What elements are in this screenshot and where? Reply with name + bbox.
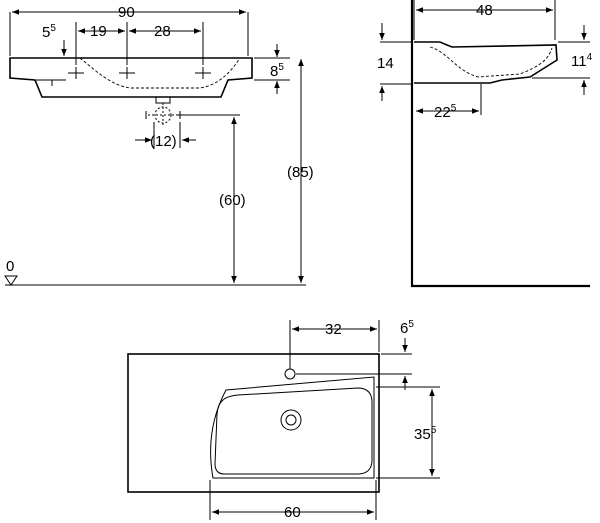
dim-overall-width: 90 (118, 4, 135, 21)
dim-floor-level: 0 (6, 258, 14, 275)
bowl-top-inner (214, 387, 373, 475)
basin-side-outline (414, 41, 558, 84)
trap-symbol (145, 103, 240, 127)
dim-rim-right-height: 114 (571, 52, 593, 70)
dim-depth: 48 (476, 2, 493, 19)
front-view: 90 19 28 55 85 (12) (4, 4, 314, 286)
dim-bowl-width: 60 (284, 504, 301, 521)
dim-side-offset: 55 (42, 23, 56, 41)
top-view: 32 65 355 60 (127, 319, 440, 521)
waste-top-outer (280, 409, 302, 431)
dim-waste-height: (60) (219, 192, 246, 209)
dim-rim-height: (85) (287, 164, 314, 181)
dim-waste-offset: (12) (150, 133, 177, 150)
waste-top-inner (285, 414, 297, 426)
dim-tap-offset: 32 (325, 321, 342, 338)
dim-tap-spacing-19: 19 (90, 23, 107, 40)
tap-hole-top (284, 368, 296, 380)
basin-top-outline (127, 353, 380, 493)
dim-bowl-depth: 355 (414, 425, 437, 443)
bowl-dashed-profile (79, 57, 241, 89)
dim-tap-to-back: 65 (400, 319, 414, 337)
basin-side-bowl-dashed (429, 46, 553, 78)
dim-tap-spacing-28: 28 (154, 23, 171, 40)
dim-waste-distance: 225 (434, 103, 457, 121)
dim-rim-left-height: 14 (377, 55, 394, 72)
dim-rim-thickness: 85 (270, 62, 284, 80)
floor-level-symbol (4, 275, 18, 286)
side-view: 48 14 114 225 (377, 0, 593, 288)
waste-outlet (155, 96, 171, 104)
basin-front-outline (9, 57, 253, 98)
tap-hole-marks (68, 67, 211, 79)
